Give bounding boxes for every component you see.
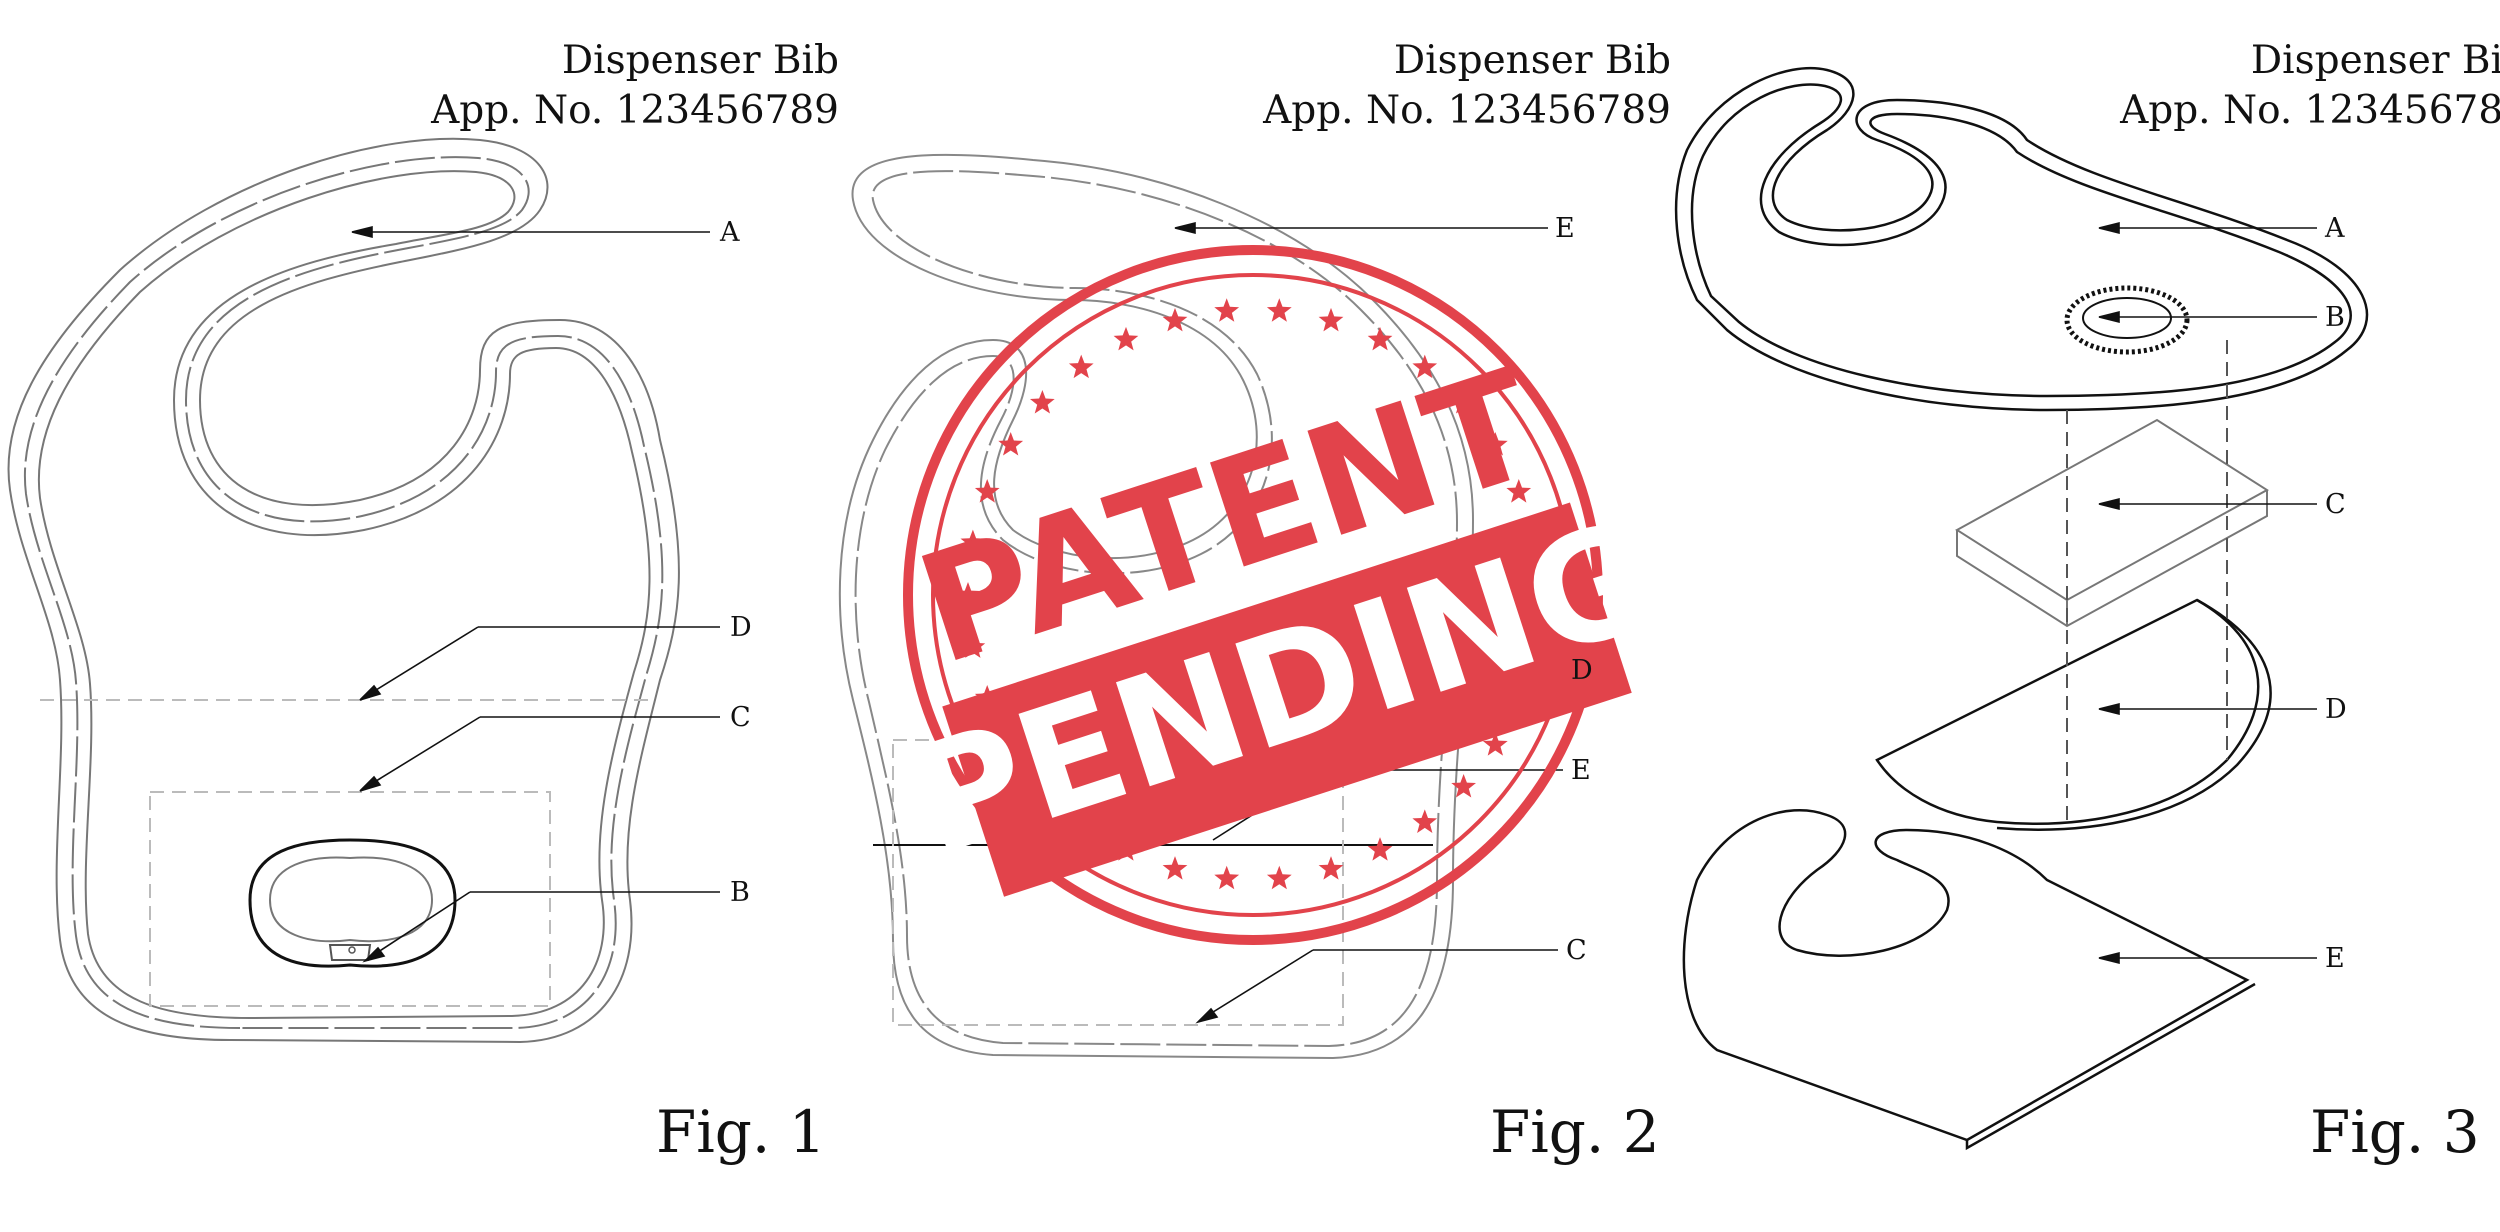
callout-e-bottom: E — [1571, 755, 1591, 786]
figure-3-drawing: A B C D E — [1674, 66, 2369, 1151]
stamp-star — [1412, 809, 1438, 833]
figure-1-drawing: A D C B — [7, 137, 752, 1044]
callout-c: C — [1566, 935, 1587, 966]
callout-b: B — [2325, 302, 2345, 333]
figure-1: Dispenser Bib App. No. 123456789 A D C B… — [0, 0, 839, 1232]
figure-3-title: Dispenser Bib — [2250, 38, 2500, 83]
layer-d-sheet — [1875, 598, 2272, 831]
stamp-star — [998, 432, 1024, 456]
callout-e-top: E — [1555, 213, 1575, 244]
stamp-star — [1214, 865, 1240, 890]
figure-3-app-number: App. No. 123456789 — [2120, 88, 2500, 133]
layer-b-dispenser — [2064, 285, 2190, 355]
stamp-star — [1482, 432, 1508, 456]
stamp-star — [1482, 732, 1508, 756]
stamp-star — [1030, 390, 1055, 414]
callout-d: D — [2325, 694, 2347, 725]
callout-a: A — [719, 217, 740, 248]
stamp-star — [1506, 479, 1532, 503]
callout-c: C — [730, 702, 751, 733]
stamp-star — [960, 529, 986, 554]
callout-c: C — [2325, 489, 2346, 520]
figure-2-drawing: PATENT PENDING E D E C — [838, 153, 1675, 1060]
figure-2-label: Fig. 2 — [1490, 1098, 1660, 1166]
callout-d: D — [730, 612, 752, 643]
stamp-star — [1266, 298, 1292, 322]
stamp-star — [1318, 856, 1344, 880]
patent-pending-stamp: PATENT PENDING — [892, 245, 1675, 945]
callout-a: A — [2324, 213, 2345, 244]
stamp-star — [1068, 354, 1094, 379]
stamp-star — [1162, 307, 1188, 332]
figure-1-title: Dispenser Bib — [561, 38, 839, 83]
callout-d: D — [1571, 655, 1593, 686]
stamp-star — [1266, 865, 1292, 890]
stamp-star — [1412, 354, 1438, 379]
stamp-star — [1367, 326, 1393, 351]
callout-b: B — [730, 877, 750, 908]
stamp-star — [1162, 856, 1188, 880]
stamp-star — [960, 634, 986, 658]
figure-1-header: Dispenser Bib App. No. 123456789 — [431, 36, 839, 136]
stamp-star — [974, 479, 1000, 503]
layer-c-pad — [1955, 418, 2269, 628]
stamp-star — [955, 582, 981, 606]
figure-1-app-number: App. No. 123456789 — [431, 88, 839, 133]
layer-a-outline — [1674, 66, 2369, 412]
bib-outline — [7, 137, 680, 1044]
figure-2: Dispenser Bib App. No. 123456789 PATENT — [833, 0, 1675, 1232]
back-bib-outline — [838, 153, 1475, 1060]
figure-3: Dispenser Bib App. No. 123456789 — [1667, 0, 2500, 1232]
figure-3-label: Fig. 3 — [2310, 1098, 2480, 1166]
figure-2-app-number: App. No. 123456789 — [1263, 88, 1671, 133]
layer-e-backing — [1682, 808, 2256, 1151]
dispenser-ring — [248, 838, 457, 968]
stamp-star — [1367, 837, 1393, 861]
figure-2-header: Dispenser Bib App. No. 123456789 — [1263, 36, 1671, 136]
stamp-star — [1214, 298, 1240, 322]
stamp-star — [1318, 307, 1344, 332]
stamp-star — [1113, 326, 1139, 351]
figure-3-header: Dispenser Bib App. No. 123456789 — [2120, 36, 2500, 136]
stamp-star — [1451, 390, 1476, 414]
figure-1-label: Fig. 1 — [656, 1098, 826, 1166]
callout-e: E — [2325, 943, 2345, 974]
stamp-star — [1451, 774, 1476, 798]
figure-2-title: Dispenser Bib — [1393, 38, 1671, 83]
